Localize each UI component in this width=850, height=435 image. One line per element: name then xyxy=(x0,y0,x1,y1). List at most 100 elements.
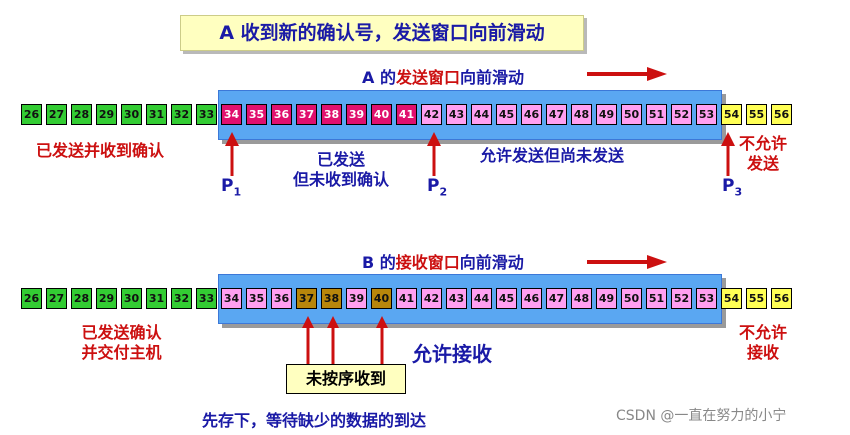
seq-cell-38: 38 xyxy=(321,288,342,309)
p2-letter: P xyxy=(427,176,440,196)
p3-label: P3 xyxy=(722,176,742,198)
label-sent-unacked: 已发送 但未收到确认 xyxy=(266,150,416,190)
seq-cell-31: 31 xyxy=(146,288,167,309)
label-not-allowed-send-1: 不允许 xyxy=(738,134,787,153)
label-delivered-1: 已发送确认 xyxy=(81,323,162,342)
seq-cell-33: 33 xyxy=(196,104,217,125)
seq-cell-49: 49 xyxy=(596,288,617,309)
seq-cell-27: 27 xyxy=(46,288,67,309)
seq-cell-38: 38 xyxy=(321,104,342,125)
seq-cell-27: 27 xyxy=(46,104,67,125)
seq-cell-39: 39 xyxy=(346,288,367,309)
seq-cell-46: 46 xyxy=(521,288,542,309)
p1-letter: P xyxy=(221,176,234,196)
label-delivered: 已发送确认 并交付主机 xyxy=(64,323,179,363)
seq-cell-46: 46 xyxy=(521,104,542,125)
seq-cell-41: 41 xyxy=(396,104,417,125)
seq-cell-47: 47 xyxy=(546,104,567,125)
seq-cell-50: 50 xyxy=(621,104,642,125)
seq-cell-56: 56 xyxy=(771,104,792,125)
seq-cell-34: 34 xyxy=(221,104,242,125)
bottom-heading-highlight: 接收窗口 xyxy=(395,253,460,272)
seq-cell-44: 44 xyxy=(471,104,492,125)
seq-cell-39: 39 xyxy=(346,104,367,125)
seq-cell-43: 43 xyxy=(446,288,467,309)
label-not-allowed-receive: 不允许 接收 xyxy=(733,323,793,363)
seq-cell-49: 49 xyxy=(596,104,617,125)
seq-cell-45: 45 xyxy=(496,288,517,309)
label-allowed-send: 允许发送但尚未发送 xyxy=(480,146,625,165)
seq-cell-40: 40 xyxy=(371,288,392,309)
seq-cell-47: 47 xyxy=(546,288,567,309)
seq-cell-52: 52 xyxy=(671,288,692,309)
seq-cell-51: 51 xyxy=(646,104,667,125)
label-sent-line2: 但未收到确认 xyxy=(292,170,389,189)
seq-cell-51: 51 xyxy=(646,288,667,309)
seq-cell-29: 29 xyxy=(96,288,117,309)
bottom-heading: B 的接收窗口向前滑动 xyxy=(362,249,524,273)
seq-cell-44: 44 xyxy=(471,288,492,309)
seq-cell-28: 28 xyxy=(71,288,92,309)
p2-arrow xyxy=(427,132,441,176)
seq-cell-33: 33 xyxy=(196,288,217,309)
bottom-slide-arrow xyxy=(587,255,667,269)
bottom-heading-suffix: 向前滑动 xyxy=(459,253,524,272)
p2-label: P2 xyxy=(427,176,447,198)
seq-cell-41: 41 xyxy=(396,288,417,309)
p1-sub: 1 xyxy=(233,185,242,199)
p3-arrow xyxy=(721,132,735,176)
p2-sub: 2 xyxy=(439,185,448,199)
top-heading-highlight: 发送窗口 xyxy=(395,68,460,87)
label-delivered-2: 并交付主机 xyxy=(81,343,162,362)
seq-cell-31: 31 xyxy=(146,104,167,125)
p3-letter: P xyxy=(722,176,735,196)
seq-cell-42: 42 xyxy=(421,104,442,125)
seq-cell-32: 32 xyxy=(171,104,192,125)
out-of-order-arrows xyxy=(302,316,388,364)
seq-cell-54: 54 xyxy=(721,288,742,309)
label-not-allowed-receive-2: 接收 xyxy=(746,343,779,362)
seq-cell-50: 50 xyxy=(621,288,642,309)
seq-cell-43: 43 xyxy=(446,104,467,125)
seq-cell-30: 30 xyxy=(121,288,142,309)
seq-cell-40: 40 xyxy=(371,104,392,125)
top-heading: A 的发送窗口向前滑动 xyxy=(362,64,524,88)
label-not-allowed-send: 不允许 发送 xyxy=(733,134,793,174)
label-sent-line1: 已发送 xyxy=(316,150,365,169)
top-slide-arrow xyxy=(587,67,667,81)
label-not-allowed-send-2: 发送 xyxy=(746,154,779,173)
seq-cell-53: 53 xyxy=(696,288,717,309)
seq-cell-45: 45 xyxy=(496,104,517,125)
label-sent-acked: 已发送并收到确认 xyxy=(36,141,165,160)
bottom-heading-prefix: B 的 xyxy=(362,253,396,272)
seq-cell-56: 56 xyxy=(771,288,792,309)
seq-cell-48: 48 xyxy=(571,288,592,309)
watermark: CSDN @一直在努力的小宁 xyxy=(616,408,787,424)
seq-cell-26: 26 xyxy=(21,288,42,309)
seq-cell-30: 30 xyxy=(121,104,142,125)
top-heading-prefix: A 的 xyxy=(362,68,396,87)
diagram-title: A 收到新的确认号，发送窗口向前滑动 xyxy=(180,15,584,51)
seq-cell-55: 55 xyxy=(746,288,767,309)
seq-cell-26: 26 xyxy=(21,104,42,125)
seq-cell-36: 36 xyxy=(271,288,292,309)
seq-cell-37: 37 xyxy=(296,104,317,125)
seq-cell-35: 35 xyxy=(246,288,267,309)
seq-cell-54: 54 xyxy=(721,104,742,125)
label-not-allowed-receive-1: 不允许 xyxy=(738,323,787,342)
seq-cell-52: 52 xyxy=(671,104,692,125)
seq-cell-32: 32 xyxy=(171,288,192,309)
buffer-caption: 先存下，等待缺少的数据的到达 xyxy=(202,411,427,430)
seq-cell-36: 36 xyxy=(271,104,292,125)
seq-cell-34: 34 xyxy=(221,288,242,309)
seq-cell-53: 53 xyxy=(696,104,717,125)
seq-cell-28: 28 xyxy=(71,104,92,125)
seq-cell-35: 35 xyxy=(246,104,267,125)
seq-cell-48: 48 xyxy=(571,104,592,125)
seq-cell-29: 29 xyxy=(96,104,117,125)
out-of-order-note: 未按序收到 xyxy=(286,364,406,394)
p1-label: P1 xyxy=(221,176,241,198)
label-allowed-receive: 允许接收 xyxy=(412,342,492,366)
